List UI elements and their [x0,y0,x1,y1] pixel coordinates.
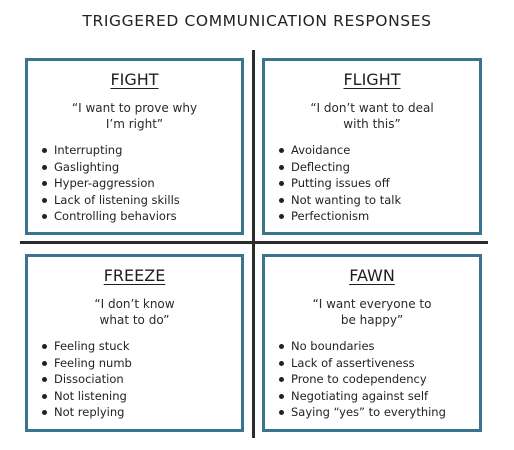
quadrant-fight: FIGHT “I want to prove why I’m right” In… [25,58,244,235]
quote-line: “I want everyone to [312,297,432,311]
quadrant-quote: “I don’t want to deal with this” [265,100,479,132]
list-item-text: Not replying [54,405,125,419]
quadrant-freeze: FREEZE “I don’t know what to do” Feeling… [25,254,244,432]
diagram-title: TRIGGERED COMMUNICATION RESPONSES [82,12,432,30]
quadrant-flight: FLIGHT “I don’t want to deal with this” … [262,58,482,235]
list-item: Saying “yes” to everything [279,404,446,421]
bullet-icon [42,214,47,219]
list-item-text: Lack of assertiveness [291,355,415,370]
list-item-text: Feeling numb [54,355,132,370]
bullet-icon [42,393,47,399]
behavior-list: Avoidance Deflecting Putting issues off … [279,142,401,225]
list-item-text: Gaslighting [54,159,120,174]
list-item-text: Not wanting to talk [291,192,402,207]
list-item-text: Saying “yes” to everything [291,405,446,419]
list-item: Not replying [42,404,132,421]
bullet-icon [42,377,47,382]
quote-line: what to do” [99,313,170,327]
quadrant-quote: “I want to prove why I’m right” [28,100,241,132]
list-item: Not wanting to talk [279,192,401,209]
list-item-text: Dissociation [54,372,124,386]
quadrant-quote: “I don’t know what to do” [28,296,241,328]
bullet-icon [42,344,47,349]
list-item: Avoidance [279,142,401,159]
quote-line: “I don’t want to deal [310,101,434,115]
bullet-icon [279,410,284,415]
list-item-text: No boundaries [291,339,375,353]
list-item: Dissociation [42,371,132,388]
horizontal-divider [20,241,488,244]
list-item: Feeling stuck [42,338,132,355]
quote-line: “I don’t know [94,297,175,311]
quadrant-heading: FLIGHT [343,70,401,89]
quadrant-heading: FAWN [349,266,395,285]
quote-line: “I want to prove why [71,101,198,115]
list-item: Putting issues off [279,175,401,192]
bullet-icon [279,360,284,366]
list-item-text: Feeling stuck [54,339,130,353]
list-item: Lack of assertiveness [279,355,446,372]
quadrant-heading: FIGHT [110,70,159,89]
list-item: Lack of listening skills [42,192,180,209]
quadrant-heading: FREEZE [103,266,166,285]
list-item-text: Deflecting [291,159,350,174]
behavior-list: Feeling stuck Feeling numb Dissociation … [42,338,132,421]
vertical-divider [252,50,255,438]
quote-line: I’m right” [105,117,164,131]
list-item-text: Hyper-aggression [54,176,155,190]
list-item: No boundaries [279,338,446,355]
bullet-icon [42,181,47,186]
list-item: Prone to codependency [279,371,446,388]
bullet-icon [279,377,284,382]
behavior-list: Interrupting Gaslighting Hyper-aggressio… [42,142,180,225]
list-item-text: Not listening [54,388,127,403]
list-item-text: Negotiating against self [291,388,429,403]
list-item: Gaslighting [42,159,180,176]
list-item: Deflecting [279,159,401,176]
quadrant-fawn: FAWN “I want everyone to be happy” No bo… [262,254,482,432]
bullet-icon [279,214,284,219]
quote-line: be happy” [340,313,404,327]
list-item: Interrupting [42,142,180,159]
bullet-icon [279,344,284,349]
list-item-text: Perfectionism [291,209,370,223]
list-item-text: Avoidance [291,143,351,157]
bullet-icon [279,197,284,203]
list-item-text: Interrupting [54,143,123,157]
list-item: Negotiating against self [279,388,446,405]
list-item: Feeling numb [42,355,132,372]
bullet-icon [279,393,284,399]
quadrant-quote: “I want everyone to be happy” [265,296,479,328]
list-item: Perfectionism [279,208,401,225]
list-item-text: Controlling behaviors [54,209,177,223]
list-item: Hyper-aggression [42,175,180,192]
list-item-text: Putting issues off [291,176,390,190]
quote-line: with this” [343,117,401,131]
list-item: Not listening [42,388,132,405]
list-item-text: Lack of listening skills [54,192,180,207]
bullet-icon [42,197,47,203]
bullet-icon [279,164,284,170]
bullet-icon [279,148,284,153]
bullet-icon [42,148,47,153]
list-item-text: Prone to codependency [291,372,427,386]
bullet-icon [42,410,47,415]
bullet-icon [42,164,47,170]
bullet-icon [42,360,47,366]
bullet-icon [279,181,284,186]
list-item: Controlling behaviors [42,208,180,225]
behavior-list: No boundaries Lack of assertiveness Pron… [279,338,446,421]
